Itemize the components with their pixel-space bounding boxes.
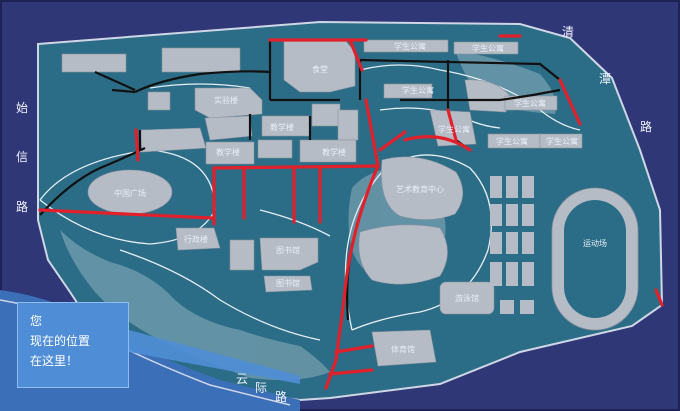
canteen-building [283,39,356,93]
building-small-3 [337,109,359,141]
library-hall-shape [263,275,313,293]
label-dorm-2: 学生公寓 [472,43,504,53]
teaching-building-2-shape [205,141,255,165]
label-dorm-4: 学生公寓 [438,124,470,134]
dorm-7-shape [539,133,583,149]
you-are-here-line-3: 在这里！ [30,354,79,368]
building-small-4 [257,139,293,159]
road-left-char-2: 信 [16,150,28,164]
building-west-1 [139,127,207,153]
road-bottom-char-1: 云 [236,372,248,386]
road-right-char-1: 清 [562,25,574,39]
road-bottom-char-2: 际 [255,381,267,395]
dorm-3-shape [383,83,433,99]
label-library-hall: 图书馆 [276,278,300,288]
road-right-char-2: 潭 [599,72,611,86]
dorm-1-shape [363,39,449,53]
label-teaching-2: 教学楼 [216,147,240,157]
art-center-shape [381,156,464,220]
building-nw-1 [61,53,127,73]
library-wing [229,239,255,271]
label-admin-building: 行政楼 [184,234,208,244]
label-dorm-5: 学生公寓 [514,98,546,108]
label-dorm-7: 学生公寓 [546,136,578,146]
admin-building-shape [175,227,221,251]
label-teaching-3: 教学楼 [322,147,346,157]
label-canteen: 食堂 [312,64,328,74]
label-sports-field: 运动场 [583,238,607,248]
minor-roads [39,40,561,321]
gymnasium-shape [371,329,437,367]
you-are-here-pointer [129,330,300,384]
label-art-center: 艺术教育中心 [396,184,444,194]
building-small-1 [147,91,171,111]
label-dorm-6: 学生公寓 [496,136,528,146]
label-library: 图书馆 [276,245,300,255]
label-square: 中国广场 [114,188,146,198]
east-blocks [490,176,534,314]
road-left-char-3: 路 [16,199,28,214]
road-right-char-3: 路 [640,119,652,134]
label-dorm-3: 学生公寓 [402,85,434,95]
art-center-lawn [358,224,448,285]
label-teaching-1: 教学楼 [270,122,294,132]
library-shape [259,237,319,271]
main-route [38,34,664,390]
building-small-2 [311,103,341,127]
you-are-here-callout: 您 现在的位置 在这里！ [17,302,129,388]
natatorium-shape [439,281,495,315]
dorm-2-shape [453,41,519,55]
walk-paths [39,64,581,341]
label-dorm-1: 学生公寓 [394,41,426,51]
lab-building-shape [194,87,263,119]
road-left-char-1: 始 [16,101,28,115]
label-natatorium: 游泳馆 [455,293,479,303]
teaching-building-3-shape [299,139,357,163]
you-are-here-line-1: 您 [30,314,43,328]
lab-annex [204,115,253,141]
you-are-here-line-2: 现在的位置 [30,334,91,348]
road-bottom-char-3: 路 [275,389,287,404]
label-gymnasium: 体育馆 [391,344,415,354]
label-lab-building: 实验楼 [214,95,238,105]
sports-field [551,187,639,331]
building-nw-2 [161,47,241,73]
